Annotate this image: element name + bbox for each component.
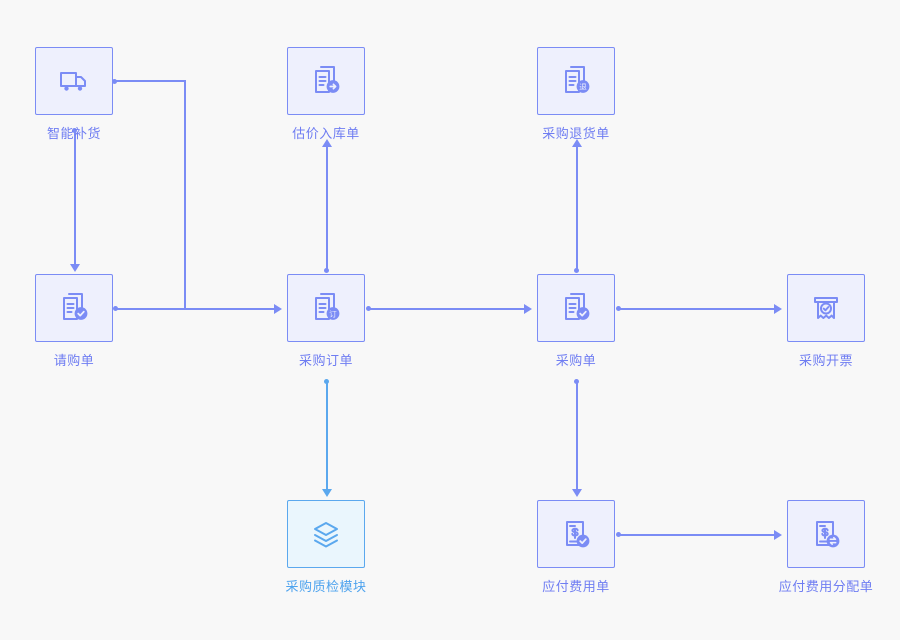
node-label: 应付费用单 (542, 579, 610, 594)
connector-dot-payable-expense-right (616, 532, 621, 537)
node-purchase-return[interactable]: 退 采购退货单 (537, 47, 617, 142)
node-box[interactable] (35, 47, 113, 115)
connector-dot-purchase-receipt-right (616, 306, 621, 311)
arrowhead-requisition-to-purchase-order (274, 303, 282, 314)
connector-dot-purchase-order-right (366, 306, 371, 311)
node-box[interactable] (537, 500, 615, 568)
node-box[interactable] (287, 47, 365, 115)
node-label: 采购订单 (298, 353, 354, 368)
connector-purchase-receipt-to-purchase-return (575, 147, 578, 270)
arrowhead-purchase-receipt-to-purchase-return (571, 139, 582, 147)
node-label: 采购单 (555, 353, 597, 368)
node-requisition[interactable]: 请购单 (35, 274, 115, 369)
connector-smart-replenishment-to-purchase-order-h (115, 80, 186, 82)
connector-requisition-to-purchase-order (116, 307, 276, 310)
node-label: 请购单 (53, 353, 95, 368)
connector-dot-requisition-right (113, 306, 118, 311)
connector-purchase-order-to-purchase-receipt (369, 307, 526, 310)
node-label: 应付费用分配单 (778, 579, 874, 594)
node-payable-allocation[interactable]: 应付费用分配单 (779, 500, 873, 595)
connector-dot-smart-replenishment-right (112, 78, 117, 84)
connector-purchase-order-to-estimated-inbound (325, 147, 328, 270)
node-label: 智能补货 (46, 126, 102, 141)
arrowhead-smart-replenishment-to-requisition (69, 264, 80, 272)
arrowhead-payable-expense-to-payable-allocation (774, 529, 782, 540)
arrowhead-purchase-order-to-purchase-receipt (524, 303, 532, 314)
node-estimated-inbound[interactable]: 估价入库单 (287, 47, 367, 142)
node-payable-expense[interactable]: 应付费用单 (537, 500, 617, 595)
node-box[interactable] (787, 500, 865, 568)
connector-payable-expense-to-payable-allocation (619, 533, 776, 536)
money-doc-exchange-icon (808, 516, 844, 552)
connector-purchase-receipt-to-payable-expense (575, 381, 578, 491)
node-label: 采购退货单 (542, 126, 610, 141)
svg-text:退: 退 (579, 83, 587, 92)
document-order-icon: 订 (308, 290, 344, 326)
document-check-icon (558, 290, 594, 326)
connector-smart-replenishment-to-purchase-order-v (184, 80, 186, 309)
document-return-icon: 退 (558, 63, 594, 99)
truck-icon (57, 64, 91, 98)
node-purchase-order[interactable]: 订 采购订单 (287, 274, 367, 369)
connector-smart-replenishment-to-requisition (73, 130, 76, 266)
invoice-check-icon (808, 290, 844, 326)
connector-dot-purchase-order-up (324, 268, 329, 273)
svg-text:订: 订 (329, 309, 337, 319)
arrowhead-purchase-order-to-quality-inspection (321, 489, 332, 497)
connector-purchase-order-to-quality-inspection (325, 381, 328, 491)
node-box[interactable] (287, 500, 365, 568)
arrowhead-purchase-order-to-estimated-inbound (321, 139, 332, 147)
node-box[interactable] (787, 274, 865, 342)
node-box[interactable]: 退 (537, 47, 615, 115)
layers-icon (308, 516, 344, 552)
arrowhead-purchase-receipt-to-purchase-invoice (774, 303, 782, 314)
node-quality-inspection[interactable]: 采购质检模块 (285, 500, 367, 595)
node-label: 采购质检模块 (285, 579, 367, 594)
node-box[interactable]: 订 (287, 274, 365, 342)
node-box[interactable] (35, 274, 113, 342)
money-doc-check-icon (558, 516, 594, 552)
node-purchase-invoice[interactable]: 采购开票 (787, 274, 867, 369)
document-arrow-in-icon (308, 63, 344, 99)
node-label: 采购开票 (798, 353, 854, 368)
document-check-icon (56, 290, 92, 326)
node-label: 估价入库单 (292, 126, 360, 141)
node-smart-replenishment[interactable]: 智能补货 (35, 47, 115, 142)
node-box[interactable] (537, 274, 615, 342)
connector-purchase-receipt-to-purchase-invoice (619, 307, 776, 310)
connector-dot-purchase-receipt-up (574, 268, 579, 273)
node-purchase-receipt[interactable]: 采购单 (537, 274, 617, 369)
arrowhead-purchase-receipt-to-payable-expense (571, 489, 582, 497)
